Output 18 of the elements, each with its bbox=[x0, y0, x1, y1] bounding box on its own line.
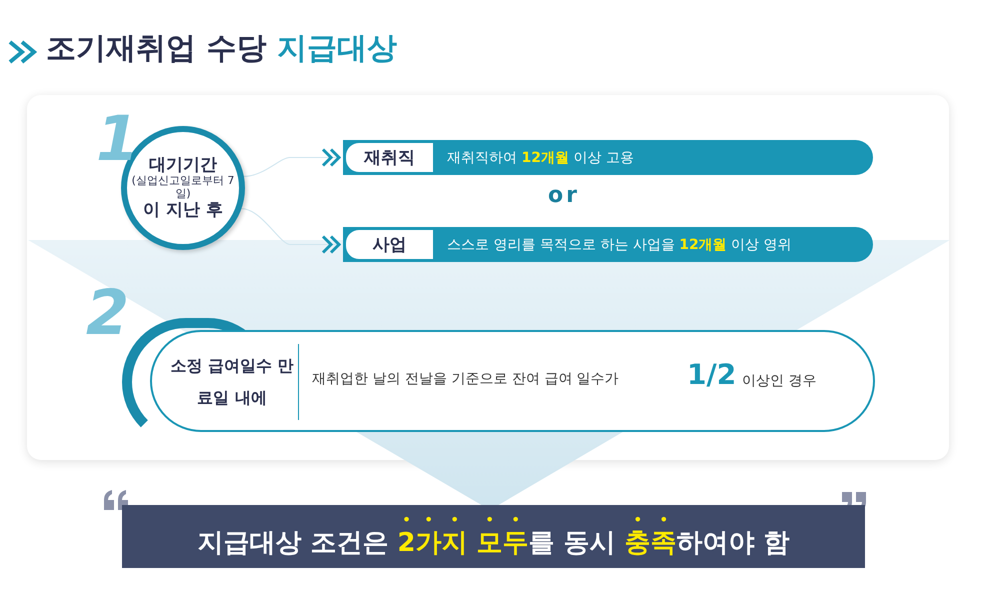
pill-label: 사업 bbox=[343, 227, 433, 262]
pill-text: 재취직하여 12개월 이상 고용 bbox=[447, 148, 634, 166]
condition-text: 재취업한 날의 전날을 기준으로 잔여 급여 일수가 bbox=[312, 370, 619, 388]
condition-pill bbox=[343, 140, 873, 175]
condition-text: 이상인 경우 bbox=[742, 372, 816, 390]
or-text: or bbox=[548, 183, 580, 208]
pill-label: 재취직 bbox=[343, 140, 433, 175]
title: 조기재취업 수당 지급대상 bbox=[46, 30, 397, 68]
circle-text: 이 지난 후 bbox=[143, 200, 223, 220]
step-number: 2 bbox=[86, 282, 130, 344]
circle-text: 대기기간 bbox=[149, 156, 217, 176]
fraction-text: 1/2 bbox=[687, 358, 736, 391]
period-text: 소정 급여일수 만료일 내에 bbox=[169, 355, 295, 409]
circle-text: (실업신고일로부터 7일) bbox=[130, 175, 236, 201]
condition-pill bbox=[343, 227, 873, 262]
banner-text: 지급대상 조건은 2가지 모두를 동시 충족하여야 함 bbox=[197, 527, 790, 560]
step-number: 1 bbox=[96, 108, 140, 170]
pill-text: 스스로 영리를 목적으로 하는 사업을 12개월 이상 영위 bbox=[447, 236, 792, 254]
